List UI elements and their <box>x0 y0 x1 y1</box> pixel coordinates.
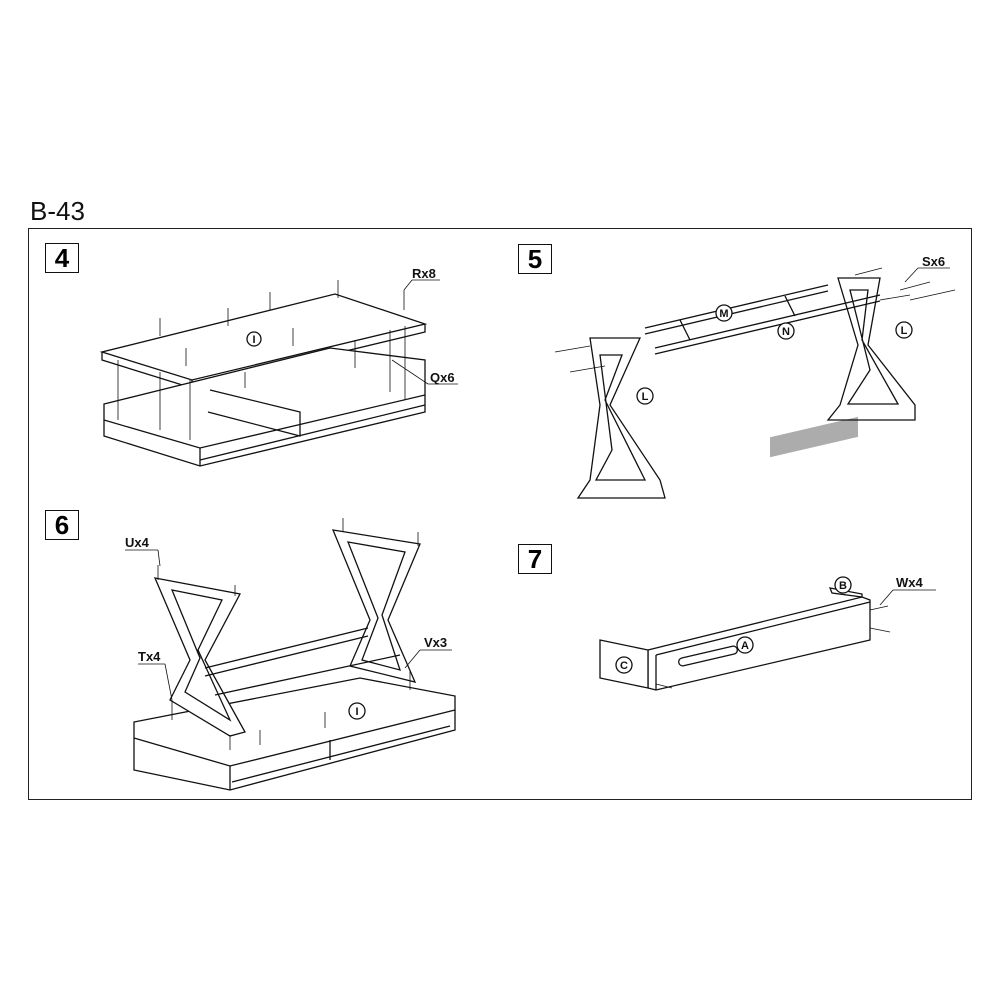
part-label-n: N <box>782 326 790 338</box>
step-5-illustration: M N L L Sx6 <box>554 254 956 499</box>
instruction-frame <box>28 228 972 800</box>
document-title: B-43 <box>30 196 85 226</box>
step-number-6: 6 <box>45 510 79 540</box>
callout-vx3: Vx3 <box>424 635 447 650</box>
part-label-c: C <box>620 660 628 672</box>
callout-wx4: Wx4 <box>896 575 924 590</box>
part-label-m: M <box>719 308 728 320</box>
callout-tx4: Tx4 <box>138 649 161 664</box>
callout-rx8: Rx8 <box>412 266 436 281</box>
part-label-i-step6: I <box>355 706 358 718</box>
callout-sx6: Sx6 <box>922 254 945 269</box>
callout-ux4: Ux4 <box>125 535 150 550</box>
part-label-i: I <box>252 334 255 346</box>
callout-qx6: Qx6 <box>430 370 455 385</box>
step-4-illustration: I Rx8 Qx6 <box>99 266 458 467</box>
part-label-b: B <box>839 580 847 592</box>
step-number-5: 5 <box>518 244 552 274</box>
part-label-l-right: L <box>901 325 908 337</box>
part-label-a: A <box>741 640 749 652</box>
step-number-4: 4 <box>45 243 79 273</box>
step-7-illustration: A B C Wx4 <box>599 416 936 691</box>
step-number-7: 7 <box>518 544 552 574</box>
part-label-l-left: L <box>642 391 649 403</box>
step-6-illustration: I Ux4 Tx4 Vx3 <box>125 518 456 791</box>
